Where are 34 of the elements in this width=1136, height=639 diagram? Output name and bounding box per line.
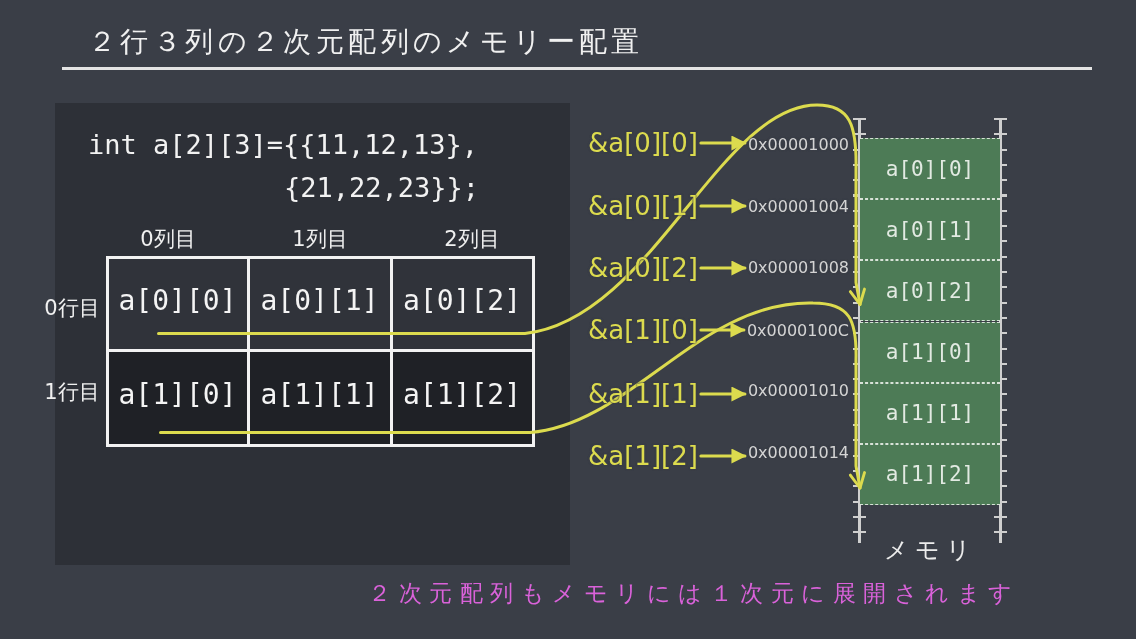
row-header: 1行目 [44,379,100,405]
code-line: int a[2][3]={{11,12,13}, [88,129,479,161]
pointer-label: &a[0][0] [588,128,698,158]
address-label: 0x00001010 [747,381,849,401]
arrow [699,135,747,151]
pointer-label: &a[1][0] [588,315,698,345]
address-label: 0x0000100C [746,321,849,341]
memory-cell: a[0][0] [860,138,1000,200]
arrow [699,386,747,402]
memory-label: メモリ [883,535,977,565]
curved-arrow [157,103,866,335]
title: ２行３列の２次元配列のメモリー配置 [88,24,644,60]
arrow [699,322,746,338]
table-cell: a[0][0] [105,255,250,352]
arrow [699,260,747,276]
memory-cell: a[1][1] [860,382,1000,444]
memory-cell: a[0][1] [860,199,1000,261]
address-label: 0x00001014 [747,443,849,463]
arrow [699,198,747,214]
pointer-label: &a[1][2] [588,441,698,471]
arrow [699,448,747,464]
column-header: 0列目 [140,226,196,252]
address-label: 0x00001008 [747,258,849,278]
memory-cell: a[1][2] [860,443,1000,505]
row-header: 0行目 [44,295,100,321]
memory-cell: a[1][0] [860,321,1000,383]
caption: ２次元配列もメモリには１次元に展開されます [368,579,1020,608]
code-line: {21,22,23}}; [284,172,480,204]
curved-arrow [159,301,866,490]
address-label: 0x00001004 [747,197,849,217]
address-label: 0x00001000 [747,135,849,155]
column-header: 1列目 [292,226,348,252]
column-header: 2列目 [444,226,500,252]
memory-cell: a[0][2] [860,260,1000,322]
